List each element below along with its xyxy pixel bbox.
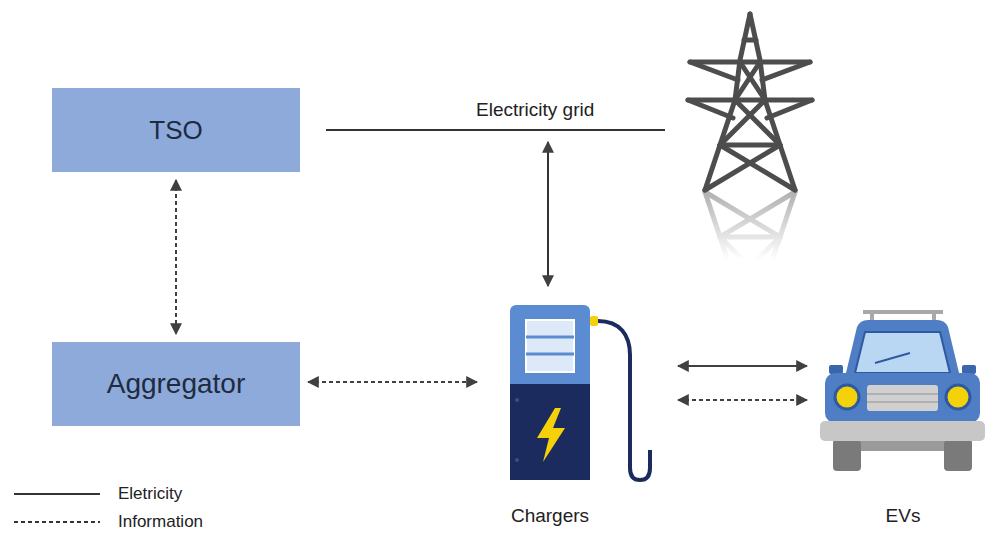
information-arrow: [175, 180, 177, 334]
information-arrow: [678, 399, 807, 401]
legend-text: Information: [118, 512, 203, 532]
grid-line: [326, 129, 665, 131]
electricity-arrow: [678, 365, 807, 367]
legend-sample: [12, 482, 104, 506]
label-wrap: Chargers: [450, 505, 650, 527]
label-wrap: EVs: [803, 505, 995, 527]
pylon-icon: [688, 14, 812, 190]
node-label: Chargers: [450, 505, 650, 527]
legend-item: Eletricity: [12, 482, 232, 506]
box-label: Aggregator: [107, 368, 246, 400]
legend-item: Information: [12, 510, 232, 534]
information-arrow: [308, 381, 477, 383]
operator-box: TSO: [52, 88, 300, 172]
ev-icon: [815, 305, 990, 485]
charger-icon: [485, 300, 670, 500]
node-label: EVs: [803, 505, 995, 527]
charger-node: Chargers: [485, 300, 670, 532]
box-label: TSO: [149, 115, 202, 146]
ev-node: EVs: [815, 305, 990, 532]
pylon-reflection: [688, 192, 812, 368]
line-label: Electricity grid: [476, 99, 594, 121]
aggregator-box: Aggregator: [52, 342, 300, 426]
legend-text: Eletricity: [118, 484, 182, 504]
legend-sample: [12, 510, 104, 534]
grid-charger-arrow: [547, 142, 549, 286]
